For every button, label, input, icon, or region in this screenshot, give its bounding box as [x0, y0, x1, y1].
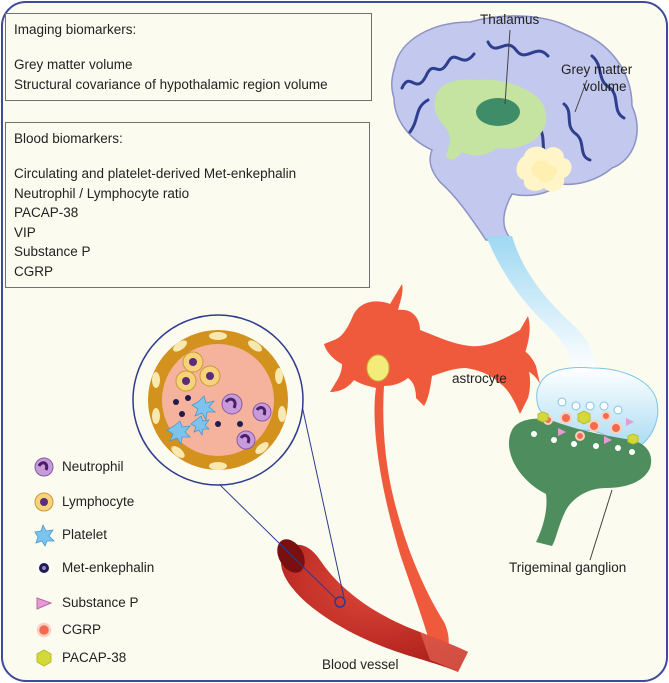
legend-label: Lymphocyte [62, 494, 135, 509]
imaging-biomarkers-box: Imaging biomarkers: Grey matter volume S… [5, 13, 372, 101]
vessel-cross-section [132, 314, 304, 486]
legend-met-enkephalin: Met-enkephalin [32, 556, 222, 580]
legend-label: Platelet [62, 527, 108, 542]
substance-p-icon [36, 597, 53, 610]
imaging-item: Structural covariance of hypothalamic re… [14, 76, 328, 92]
legend-label: Neutrophil [62, 459, 124, 474]
thalamus-region [476, 98, 520, 126]
astrocyte-nucleus [366, 354, 390, 382]
cleft-molecules [537, 410, 639, 445]
blood-heading: Blood biomarkers: [14, 131, 123, 146]
legend-label: Met-enkephalin [62, 560, 155, 575]
legend-label: CGRP [62, 622, 102, 637]
legend-pacap-38: PACAP-38 [32, 646, 222, 670]
legend-label: PACAP-38 [62, 650, 127, 665]
neutrophil-icon [34, 457, 54, 477]
blood-item: Circulating and platelet-derived Met-enk… [14, 166, 297, 181]
astrocyte-label: astrocyte [452, 371, 507, 386]
platelet-icon [34, 523, 55, 547]
legend-label: Substance P [62, 595, 139, 610]
trigeminal-ganglion [508, 418, 652, 546]
lymphocyte-icon [34, 492, 54, 512]
legend-neutrophil: Neutrophil [32, 455, 222, 479]
synaptic-vesicles [557, 397, 623, 415]
grey-matter-label-line2: volume [583, 79, 627, 94]
legend-lymphocyte: Lymphocyte [32, 490, 222, 514]
met-enkephalin-icon [39, 563, 49, 573]
imaging-heading: Imaging biomarkers: [14, 22, 137, 37]
blood-item: Neutrophil / Lymphocyte ratio [14, 185, 190, 201]
blood-biomarkers-box: Blood biomarkers: Circulating and platel… [5, 122, 370, 288]
legend-cgrp: CGRP [32, 618, 222, 642]
blood-vessel-label: Blood vessel [322, 657, 399, 672]
thalamus-label: Thalamus [480, 12, 540, 27]
cgrp-icon [36, 622, 52, 638]
pacap-38-icon [36, 649, 52, 667]
brain [391, 15, 638, 241]
legend-platelet: Platelet [32, 523, 222, 547]
blood-item: VIP [14, 224, 36, 240]
trigeminal-ganglion-label: Trigeminal ganglion [509, 560, 627, 575]
blood-item: CGRP [14, 263, 54, 279]
legend-substance-p: Substance P [32, 591, 222, 615]
blood-item: Substance P [14, 244, 91, 259]
imaging-item: Grey matter volume [14, 57, 133, 72]
blood-item: PACAP-38 [14, 205, 79, 220]
grey-matter-label: Grey matter [561, 62, 633, 77]
nerve-fiber [486, 236, 596, 372]
zoom-line-2 [295, 377, 345, 599]
zoom-source [334, 596, 346, 608]
ganglion-pores [531, 431, 635, 455]
